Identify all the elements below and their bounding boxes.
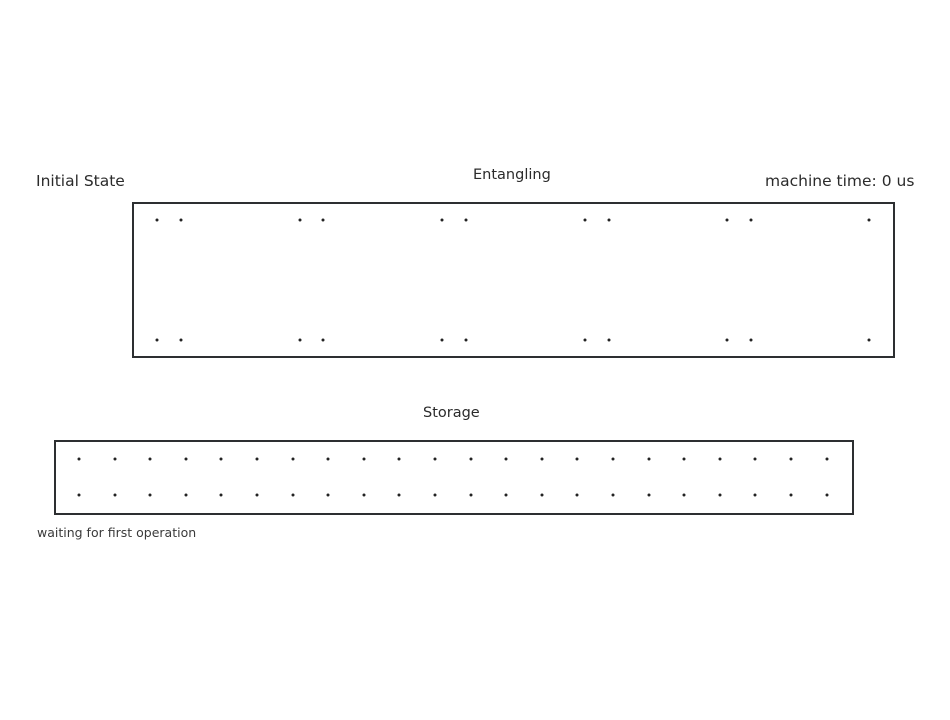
entangling-zone-box — [132, 202, 895, 358]
machine-time-label: machine time: 0 us — [765, 172, 915, 190]
storage-zone-box — [54, 440, 854, 515]
initial-state-label: Initial State — [36, 172, 125, 190]
status-message: waiting for first operation — [37, 525, 197, 540]
storage-zone-title: Storage — [423, 405, 480, 421]
entangling-zone-title: Entangling — [473, 167, 551, 183]
